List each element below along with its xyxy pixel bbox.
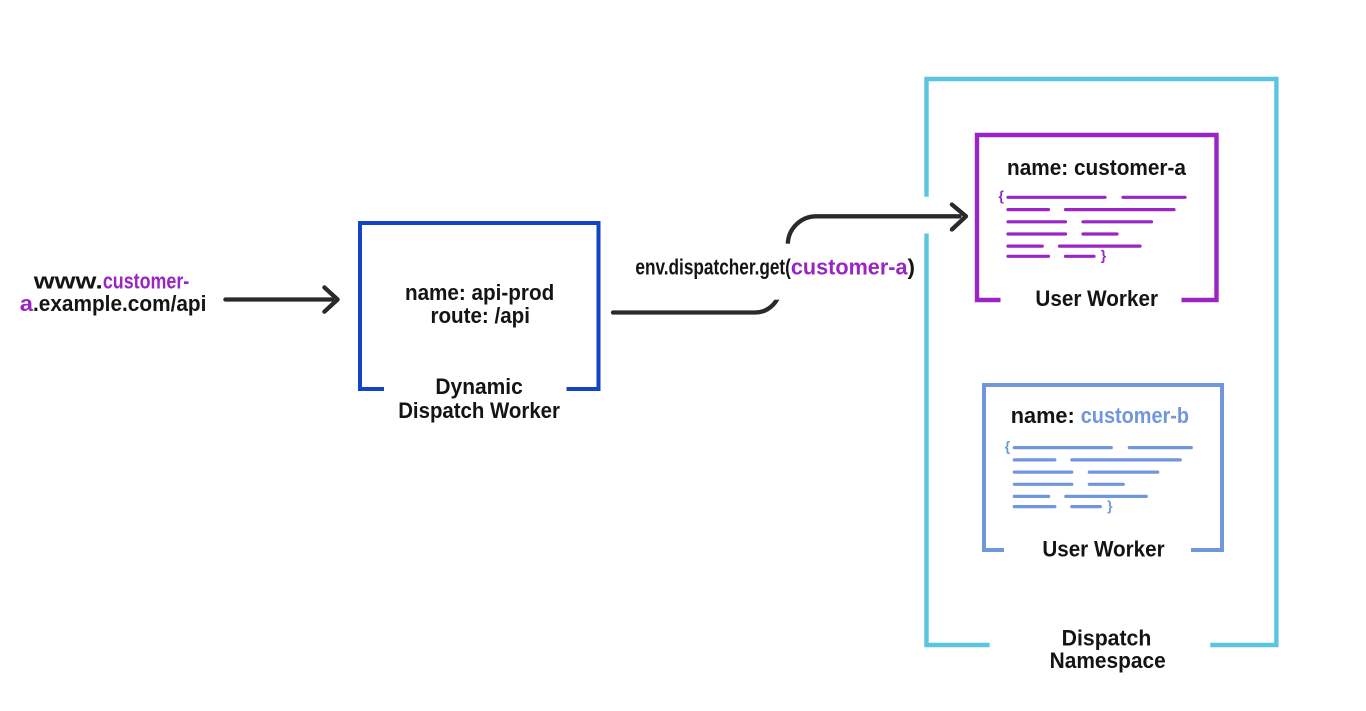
svg-text:User Worker: User Worker xyxy=(1035,286,1158,311)
svg-text:{: { xyxy=(998,188,1004,204)
svg-text:a.example.com/api: a.example.com/api xyxy=(20,291,207,316)
svg-text:Dispatch Worker: Dispatch Worker xyxy=(398,398,560,423)
svg-text:{: { xyxy=(1005,438,1011,454)
svg-text:Dynamic: Dynamic xyxy=(435,374,522,399)
svg-text:route: /api: route: /api xyxy=(430,303,530,328)
svg-text:User Worker: User Worker xyxy=(1042,537,1165,562)
svg-text:www.customer-: www.customer- xyxy=(33,268,190,293)
svg-text:name: api-prod: name: api-prod xyxy=(405,280,554,305)
svg-text:name: customer-b: name: customer-b xyxy=(1011,403,1189,428)
svg-text:}: } xyxy=(1107,497,1113,513)
svg-text:}: } xyxy=(1101,247,1107,263)
svg-text:Namespace: Namespace xyxy=(1050,648,1166,673)
svg-text:env.dispatcher.get(customer-a): env.dispatcher.get(customer-a) xyxy=(635,255,915,280)
svg-text:Dispatch: Dispatch xyxy=(1062,626,1152,651)
svg-text:name: customer-a: name: customer-a xyxy=(1007,155,1187,180)
